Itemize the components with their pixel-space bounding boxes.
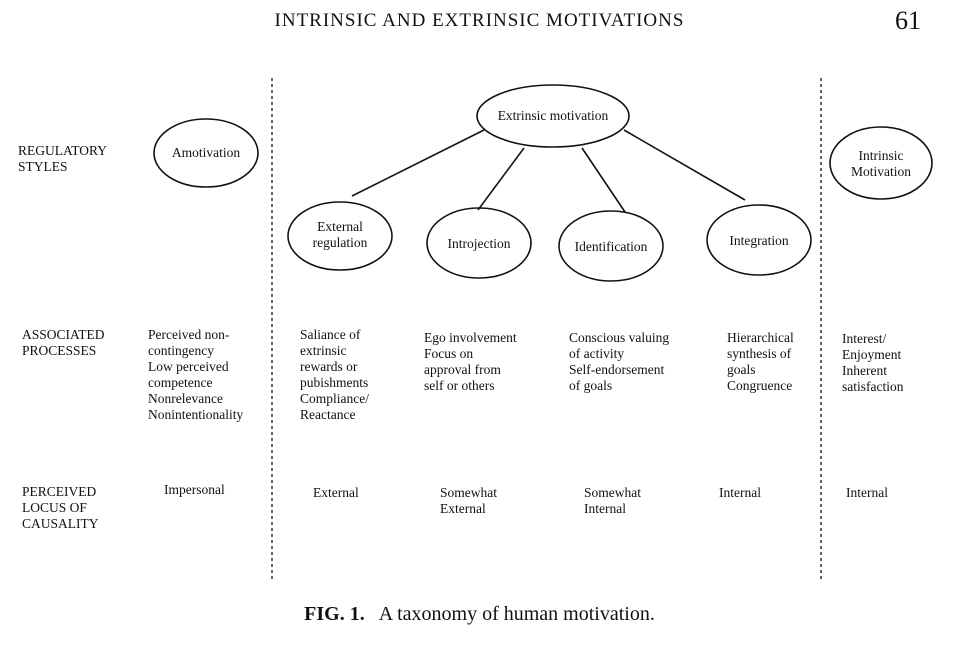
page-number: 61 (895, 6, 921, 35)
locus-introjection: Somewhat External (440, 485, 497, 516)
processes-integration: Hierarchical synthesis of goals Congruen… (727, 330, 794, 393)
external-regulation-ellipse (287, 201, 393, 271)
locus-integration: Internal (719, 485, 761, 500)
identification-ellipse (558, 210, 664, 282)
connector-identification (581, 147, 626, 213)
running-header: INTRINSIC AND EXTRINSIC MOTIVATIONS (274, 10, 685, 31)
row-label-perceived-locus: PERCEIVED LOCUS OF CAUSALITY (22, 484, 99, 531)
introjection-ellipse (426, 207, 532, 279)
integration-ellipse (706, 204, 812, 276)
processes-intrinsic: Interest/ Enjoyment Inherent satisfactio… (842, 331, 904, 394)
extrinsic-motivation-ellipse (476, 84, 630, 148)
node-integration: Integration (729, 233, 789, 248)
connector-introjection (477, 147, 525, 211)
locus-external-regulation: External (313, 485, 359, 500)
intrinsic-motivation-ellipse (829, 126, 933, 200)
processes-external-regulation: Saliance of extrinsic rewards or pubishm… (300, 327, 369, 422)
processes-identification: Conscious valuing of activity Self-endor… (569, 330, 670, 393)
connector-external (351, 129, 485, 197)
connector-integration (623, 129, 746, 201)
node-intrinsic-motivation: Intrinsic Motivation (851, 148, 911, 179)
row-label-regulatory-styles: REGULATORY STYLES (18, 143, 108, 174)
node-identification: Identification (574, 239, 648, 254)
node-external-regulation: External regulation (312, 219, 368, 250)
locus-amotivation: Impersonal (164, 482, 225, 497)
figure-caption: FIG. 1. A taxonomy of human motivation. (0, 603, 959, 626)
row-label-associated-processes: ASSOCIATED PROCESSES (22, 327, 105, 358)
figure-caption-text: A taxonomy of human motivation. (378, 603, 655, 625)
locus-intrinsic: Internal (846, 485, 888, 500)
node-extrinsic-motivation: Extrinsic motivation (497, 108, 609, 123)
processes-amotivation: Perceived non- contingency Low perceived… (148, 327, 244, 422)
processes-introjection: Ego involvement Focus on approval from s… (424, 330, 517, 393)
node-introjection: Introjection (447, 236, 511, 251)
figure-label: FIG. 1. (304, 603, 365, 625)
node-amotivation: Amotivation (171, 145, 241, 160)
amotivation-ellipse (153, 118, 259, 188)
locus-identification: Somewhat Internal (584, 485, 641, 516)
